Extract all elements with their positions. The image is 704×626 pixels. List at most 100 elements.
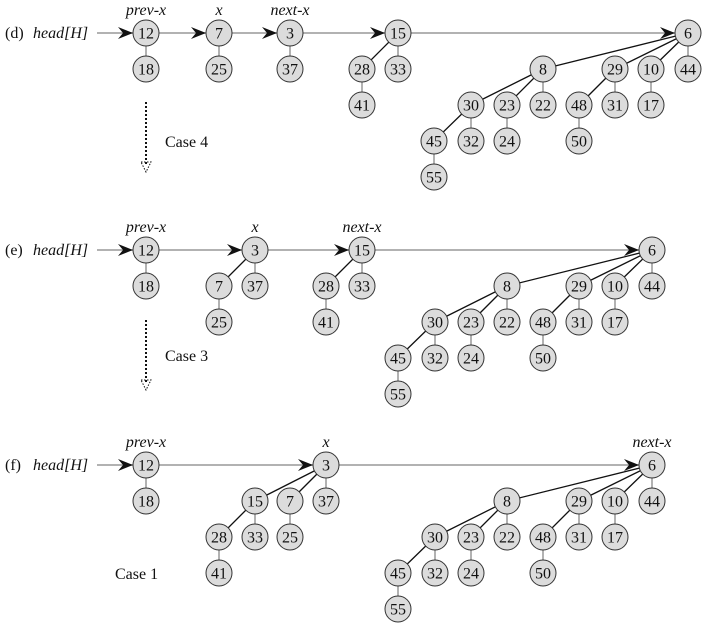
arrowhead-icon: [370, 27, 385, 39]
panel-label: (e): [5, 242, 23, 259]
arrowhead-icon: [298, 459, 313, 471]
arrowhead-icon: [624, 459, 639, 471]
heap-node: 37: [241, 272, 269, 300]
heap-node: 29: [601, 55, 629, 83]
node-circle: [384, 19, 412, 47]
node-key: 22: [499, 315, 515, 332]
heap-node: 22: [493, 308, 521, 336]
node-key: 55: [390, 387, 406, 404]
heap-node: 18: [132, 487, 160, 515]
tree-edge: [614, 32, 689, 70]
heap-node: 12: [132, 451, 160, 479]
node-key: 7: [286, 494, 294, 511]
node-circle: [348, 91, 376, 119]
heap-node: 48: [529, 308, 557, 336]
node-key: 7: [215, 26, 223, 43]
node-key: 10: [643, 62, 659, 79]
heap-node: 31: [601, 91, 629, 119]
heap-node: 18: [132, 55, 160, 83]
pointer-label-next-x: next-x: [632, 434, 671, 451]
node-key: 45: [390, 351, 406, 368]
node-circle: [565, 272, 593, 300]
heap-node: 48: [529, 523, 557, 551]
node-circle: [529, 55, 557, 83]
heap-node: 37: [312, 487, 340, 515]
heap-node: 31: [565, 523, 593, 551]
pointer-label-x: x: [214, 2, 222, 19]
node-circle: [132, 55, 160, 83]
heap-node: 41: [312, 308, 340, 336]
node-circle: [565, 308, 593, 336]
heap-node: 41: [205, 559, 233, 587]
node-key: 10: [607, 279, 623, 296]
tree-edge: [506, 249, 653, 287]
node-key: 25: [282, 530, 298, 547]
heap-node: 44: [674, 55, 702, 83]
heap-node: 10: [601, 272, 629, 300]
node-circle: [205, 55, 233, 83]
node-circle: [384, 559, 412, 587]
node-circle: [276, 487, 304, 515]
heap-node: 28: [205, 523, 233, 551]
node-key: 12: [138, 26, 154, 43]
node-key: 23: [463, 530, 479, 547]
node-circle: [601, 272, 629, 300]
node-circle: [132, 19, 160, 47]
node-key: 24: [499, 134, 515, 151]
heap-node: 12: [132, 19, 160, 47]
node-key: 15: [390, 26, 406, 43]
node-key: 12: [138, 243, 154, 260]
node-key: 32: [427, 566, 443, 583]
node-circle: [638, 451, 666, 479]
node-circle: [457, 91, 485, 119]
node-key: 48: [535, 315, 551, 332]
heap-node: 15: [384, 19, 412, 47]
node-key: 6: [684, 26, 692, 43]
heap-node: 33: [241, 523, 269, 551]
heap-node: 45: [384, 344, 412, 372]
arrowhead-icon: [118, 244, 133, 256]
heap-node: 24: [457, 344, 485, 372]
heap-node: 7: [205, 19, 233, 47]
node-key: 8: [503, 279, 511, 296]
node-key: 3: [322, 458, 330, 475]
node-key: 30: [427, 315, 443, 332]
node-key: 37: [282, 62, 298, 79]
pointer-label-next-x: next-x: [342, 219, 381, 236]
heap-node: 6: [674, 19, 702, 47]
node-circle: [529, 344, 557, 372]
heap-node: 50: [565, 127, 593, 155]
pointer-label-prev-x: prev-x: [125, 219, 166, 236]
node-circle: [565, 91, 593, 119]
pointer-label-x: x: [250, 219, 258, 236]
heap-node: 28: [312, 272, 340, 300]
node-circle: [241, 272, 269, 300]
tree-edge: [578, 249, 653, 287]
node-circle: [529, 308, 557, 336]
node-circle: [276, 55, 304, 83]
node-key: 37: [318, 494, 334, 511]
heap-node: 24: [493, 127, 521, 155]
node-key: 37: [247, 279, 263, 296]
node-circle: [241, 236, 269, 264]
node-key: 7: [215, 279, 223, 296]
node-circle: [601, 91, 629, 119]
node-circle: [312, 487, 340, 515]
heap-node: 23: [457, 523, 485, 551]
heap-node: 45: [384, 559, 412, 587]
case-label: Case 3: [165, 348, 208, 365]
node-key: 44: [644, 279, 660, 296]
node-key: 3: [286, 26, 294, 43]
heap-node: 22: [529, 91, 557, 119]
node-circle: [529, 91, 557, 119]
arrowhead-icon: [118, 27, 133, 39]
heap-node: 10: [601, 487, 629, 515]
heap-node: 28: [348, 55, 376, 83]
head-pointer-label: head[H]: [33, 242, 88, 259]
node-circle: [132, 236, 160, 264]
node-circle: [601, 523, 629, 551]
node-circle: [421, 344, 449, 372]
